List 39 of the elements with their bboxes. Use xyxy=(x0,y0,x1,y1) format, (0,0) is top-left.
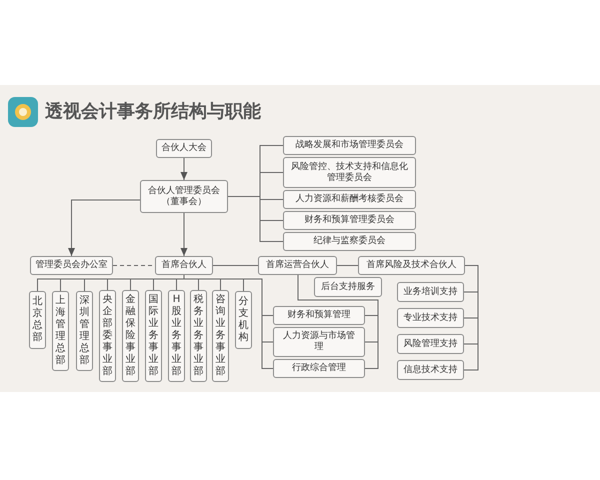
org-box: 首席合伙人 xyxy=(155,256,213,275)
connector xyxy=(180,158,188,180)
connector xyxy=(464,265,478,370)
org-box: 后台支持服务 xyxy=(314,277,382,297)
org-box: 财务和预算管理 xyxy=(273,306,365,325)
department-box: 央企部委事业部 xyxy=(99,290,116,382)
department-box: 深圳管理总部 xyxy=(76,291,93,371)
org-box: 风险管理支持 xyxy=(397,334,464,354)
department-box: 北京总部 xyxy=(29,291,46,349)
org-box: 人力资源和薪酬考核委员会 xyxy=(283,190,416,209)
org-box: 财务和预算管理委员会 xyxy=(283,211,416,230)
org-box: 风险管控、技术支持和信息化管理委员会 xyxy=(283,157,416,188)
connector xyxy=(180,212,188,256)
title: 透视会计事务所结构与职能 xyxy=(45,101,261,123)
connector xyxy=(68,200,140,256)
org-box: 行政综合管理 xyxy=(273,359,365,378)
org-box: 专业技术支持 xyxy=(397,308,464,328)
org-box: 管理委员会办公室 xyxy=(30,256,113,275)
org-box: 首席风险及技术合伙人 xyxy=(358,256,465,275)
department-box: 金融保险事业部 xyxy=(122,290,139,382)
org-box: 人力资源与市场管理 xyxy=(273,327,365,357)
org-box: 合伙人管理委员会（董事会） xyxy=(140,180,228,213)
org-box: 信息技术支持 xyxy=(397,360,464,380)
connector xyxy=(336,265,358,266)
department-box: 上海管理总部 xyxy=(52,291,69,371)
org-box: 业务培训支持 xyxy=(397,282,464,302)
department-box: H股业务事业部 xyxy=(168,290,185,382)
org-box: 合伙人大会 xyxy=(156,139,212,158)
org-box: 纪律与监察委员会 xyxy=(283,232,416,251)
org-box: 首席运营合伙人 xyxy=(258,256,337,275)
department-box: 咨询业务事业部 xyxy=(212,290,229,382)
department-box: 国际业务事业部 xyxy=(145,290,162,382)
connector xyxy=(184,274,274,369)
department-box: 税务业务事业部 xyxy=(190,290,207,382)
connector xyxy=(228,196,284,242)
department-box: 分支机构 xyxy=(235,291,252,349)
connector xyxy=(298,274,378,369)
connector xyxy=(212,265,258,266)
org-box: 战略发展和市场管理委员会 xyxy=(283,136,416,155)
